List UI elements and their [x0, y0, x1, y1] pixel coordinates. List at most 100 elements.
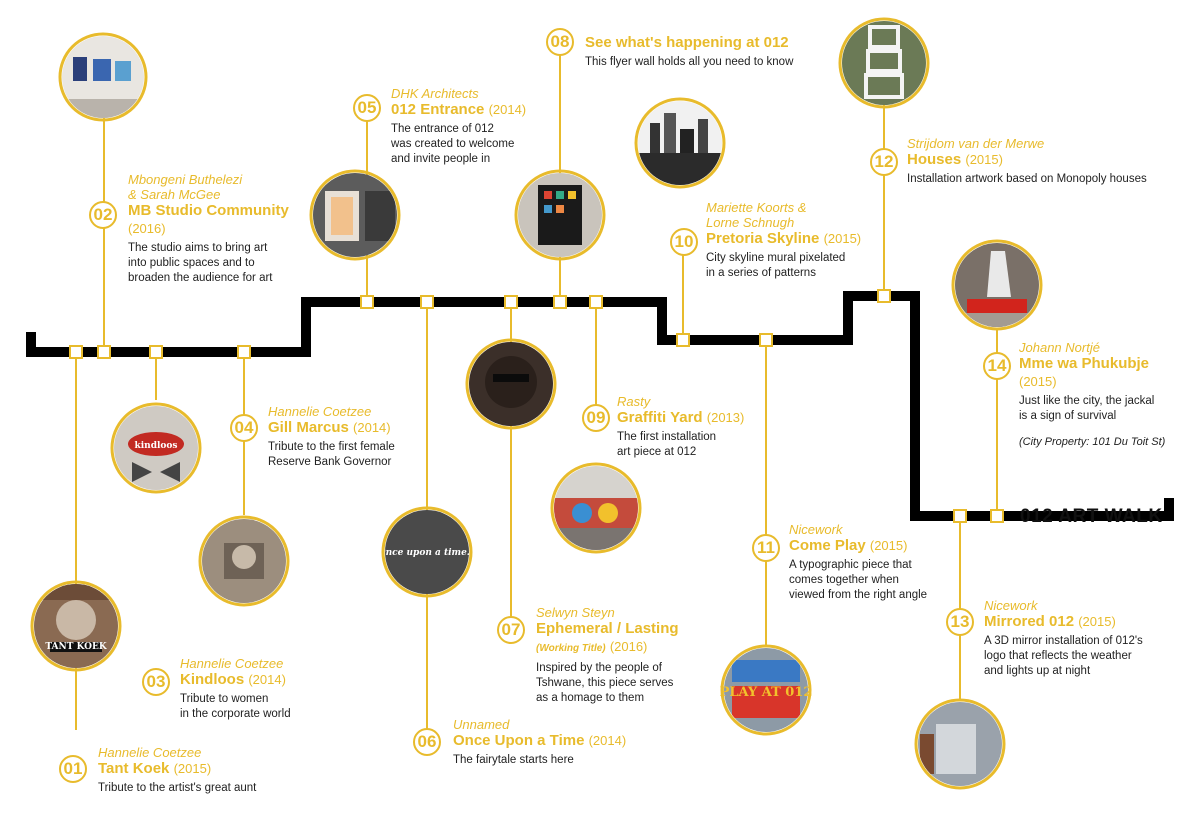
stop-number-01[interactable]: 01 — [59, 755, 87, 783]
artwork-description: Just like the city, the jackal is a sign… — [1019, 395, 1155, 422]
photo-09[interactable] — [550, 462, 642, 554]
artwork-title-text: Once Upon a Time — [453, 732, 585, 749]
photo-04[interactable] — [198, 515, 290, 607]
route-stop-11[interactable] — [759, 333, 773, 347]
artwork-description: The studio aims to bring art into public… — [128, 242, 273, 284]
photo-08[interactable] — [514, 169, 606, 261]
stop-number-12[interactable]: 12 — [870, 148, 898, 176]
artist-name: Selwyn Steyn — [536, 605, 615, 620]
photo-06[interactable]: Once upon a time... — [378, 506, 476, 598]
artwork-year: (2014) — [588, 733, 627, 748]
stop-number-13[interactable]: 13 — [946, 608, 974, 636]
photo-11[interactable]: PLAY AT 012 — [720, 644, 813, 736]
artwork-title-text: Ephemeral / Lasting — [536, 620, 679, 637]
stop-number-02[interactable]: 02 — [89, 201, 117, 229]
artwork-description: Tribute to the artist's great aunt — [98, 782, 257, 794]
stop-number-09[interactable]: 09 — [582, 404, 610, 432]
photo-05[interactable] — [309, 169, 401, 261]
photo-03[interactable]: kindloos — [110, 402, 202, 494]
artwork-title-text: Mirrored 012 — [984, 613, 1075, 630]
artwork-year: (2015) — [173, 761, 212, 776]
photo-13[interactable] — [914, 698, 1006, 790]
artwork-title-text: Kindloos — [180, 671, 245, 688]
photo-12[interactable] — [838, 17, 930, 109]
photo-frame-05 — [309, 169, 401, 261]
route-stop-06[interactable] — [420, 295, 434, 309]
photo-01[interactable]: TANT KOEK — [30, 580, 122, 672]
stop-number-11[interactable]: 11 — [752, 534, 780, 562]
route-stop-10[interactable] — [676, 333, 690, 347]
stop-number-07[interactable]: 07 — [497, 616, 525, 644]
artist-name: Hannelie Coetzee — [268, 404, 372, 419]
artwork-title: Houses (2015) — [907, 151, 1147, 169]
artwork-description: The entrance of 012 was created to welco… — [391, 123, 515, 165]
photo-frame-14 — [951, 239, 1043, 331]
artwork-year: (2014) — [488, 102, 527, 117]
photo-frame-11 — [720, 644, 812, 736]
artwork-subtitle: (Working Title) — [536, 643, 606, 654]
photo-frame-09 — [550, 462, 642, 554]
artwork-description: Inspired by the people of Tshwane, this … — [536, 662, 674, 704]
stop-number-10[interactable]: 10 — [670, 228, 698, 256]
brand-title: 012 ART WALK — [1020, 506, 1163, 527]
stop-number-04[interactable]: 04 — [230, 414, 258, 442]
artist-name: Nicework — [789, 522, 843, 537]
route-stop-03[interactable] — [149, 345, 163, 359]
route-stop-02[interactable] — [97, 345, 111, 359]
artist-name: Unnamed — [453, 717, 510, 732]
artwork-title: Mme wa Phukubje(2015) — [1019, 355, 1165, 391]
route-stop-13[interactable] — [953, 509, 967, 523]
route-stop-01[interactable] — [69, 345, 83, 359]
stop-number-14[interactable]: 14 — [983, 352, 1011, 380]
artwork-year: (2015) — [1019, 374, 1057, 389]
artwork-description: A typographic piece that comes together … — [789, 559, 928, 601]
route-stop-12[interactable] — [877, 289, 891, 303]
artwork-title-text: 012 Entrance — [391, 101, 485, 118]
artwork-description: The first installation art piece at 012 — [617, 431, 717, 458]
photo-frame-03 — [110, 402, 202, 494]
artist-name: DHK Architects — [391, 86, 479, 101]
route-stop-05[interactable] — [360, 295, 374, 309]
artwork-year: (2016) — [609, 639, 648, 654]
photo-14[interactable] — [951, 239, 1043, 331]
artwork-year: (2014) — [248, 672, 286, 687]
photo-02[interactable] — [58, 32, 148, 122]
artwork-title-text: Houses — [907, 151, 962, 168]
artwork-title-text: Come Play — [789, 537, 866, 554]
photo-label-01: TANT KOEK — [45, 642, 108, 652]
route-stop-14[interactable] — [990, 509, 1004, 523]
photo-frame-12 — [838, 17, 930, 109]
artist-name: Mariette Koorts & Lorne Schnugh — [706, 200, 807, 230]
route-stop-08[interactable] — [553, 295, 567, 309]
artwork-description: Installation artwork based on Monopoly h… — [907, 173, 1147, 185]
artist-name: Nicework — [984, 598, 1038, 613]
photo-frame-13 — [914, 698, 1006, 790]
artwork-year: (2014) — [353, 420, 391, 435]
photo-frame-01 — [30, 580, 122, 672]
stop-number-05[interactable]: 05 — [353, 94, 381, 122]
route-stop-09[interactable] — [589, 295, 603, 309]
route-stop-04[interactable] — [237, 345, 251, 359]
artwork-title: Gill Marcus (2014) — [268, 419, 395, 437]
artwork-title-text: Gill Marcus — [268, 419, 349, 436]
artwork-year: (2015) — [823, 231, 862, 246]
artwork-title: Once Upon a Time (2014) — [453, 732, 626, 750]
photo-frame-10 — [634, 97, 726, 189]
stop-number-08[interactable]: 08 — [546, 28, 574, 56]
artwork-year: (2016) — [128, 221, 166, 236]
photo-10[interactable] — [634, 97, 726, 189]
artwork-title: Ephemeral / Lasting (Working Title) (2016… — [536, 620, 679, 658]
stop-number-06[interactable]: 06 — [413, 728, 441, 756]
stop-number-03[interactable]: 03 — [142, 668, 170, 696]
photo-07[interactable] — [465, 338, 557, 430]
artwork-description: The fairytale starts here — [453, 754, 574, 766]
route-stop-07[interactable] — [504, 295, 518, 309]
